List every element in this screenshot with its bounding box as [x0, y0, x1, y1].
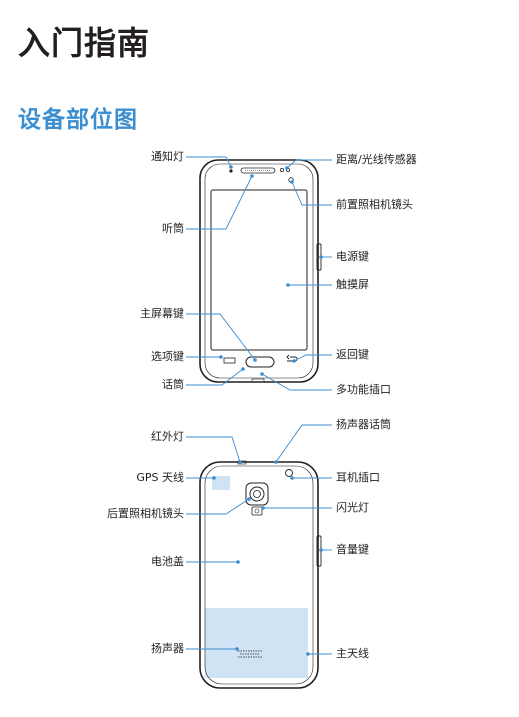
back-key-arrow: [286, 354, 290, 360]
main-antenna-area: [205, 608, 308, 678]
back-phone-body: [199, 461, 319, 689]
label-flash: 闪光灯: [336, 501, 369, 514]
flash-shape: [251, 506, 263, 516]
front-phone-body: [199, 159, 319, 383]
options-key-shape: [223, 357, 236, 364]
label-main-antenna: 主天线: [336, 647, 369, 660]
flash-bulb: [254, 508, 260, 514]
label-home-key: 主屏幕键: [140, 307, 184, 320]
label-power-key: 电源键: [336, 250, 369, 263]
page-title: 入门指南: [18, 24, 151, 62]
rear-camera-housing: [245, 482, 269, 506]
label-proximity-sensor: 距离/光线传感器: [336, 153, 417, 166]
earpiece-grille: [240, 167, 276, 174]
back-leader-dots: [212, 460, 323, 656]
label-multipurpose-jack: 多功能插口: [336, 383, 391, 396]
label-earpiece: 听筒: [162, 222, 184, 235]
label-headset-jack: 耳机插口: [336, 471, 380, 484]
label-rear-camera: 后置照相机镜头: [107, 507, 184, 520]
front-phone-screen: [210, 189, 308, 351]
label-options-key: 选项键: [151, 350, 184, 363]
infrared-led-shape: [237, 460, 247, 465]
label-speaker-mic: 扬声器话筒: [336, 418, 391, 431]
section-heading: 设备部位图: [18, 107, 138, 133]
back-leader-lines: [186, 424, 332, 655]
home-key-shape: [245, 356, 275, 368]
label-infrared-led: 红外灯: [151, 430, 184, 443]
rear-camera-lens-inner: [253, 490, 261, 498]
label-volume-key: 音量键: [336, 543, 369, 556]
label-microphone: 话筒: [162, 378, 184, 391]
back-battery-cover-edge: [204, 465, 314, 685]
proximity-sensor-dot-1: [279, 167, 284, 172]
headset-jack-shape: [285, 469, 293, 477]
front-phone-illustration: [199, 159, 322, 383]
gps-antenna-area: [212, 476, 230, 490]
multipurpose-jack-shape: [251, 378, 265, 383]
label-touchscreen: 触摸屏: [336, 278, 369, 291]
label-battery-cover: 电池盖: [151, 555, 184, 568]
front-phone-bezel: [204, 163, 314, 379]
label-notification-light: 通知灯: [151, 150, 184, 163]
label-back-key: 返回键: [336, 348, 369, 361]
front-leader-dots: [219, 165, 323, 376]
notification-light-dot: [229, 169, 233, 173]
label-front-camera: 前置照相机镜头: [336, 198, 413, 211]
label-speaker: 扬声器: [151, 642, 184, 655]
label-gps-antenna: GPS 天线: [136, 471, 184, 484]
front-leader-lines: [186, 156, 332, 391]
back-phone-illustration: [199, 460, 322, 689]
rear-camera-lens-outer: [249, 486, 265, 502]
